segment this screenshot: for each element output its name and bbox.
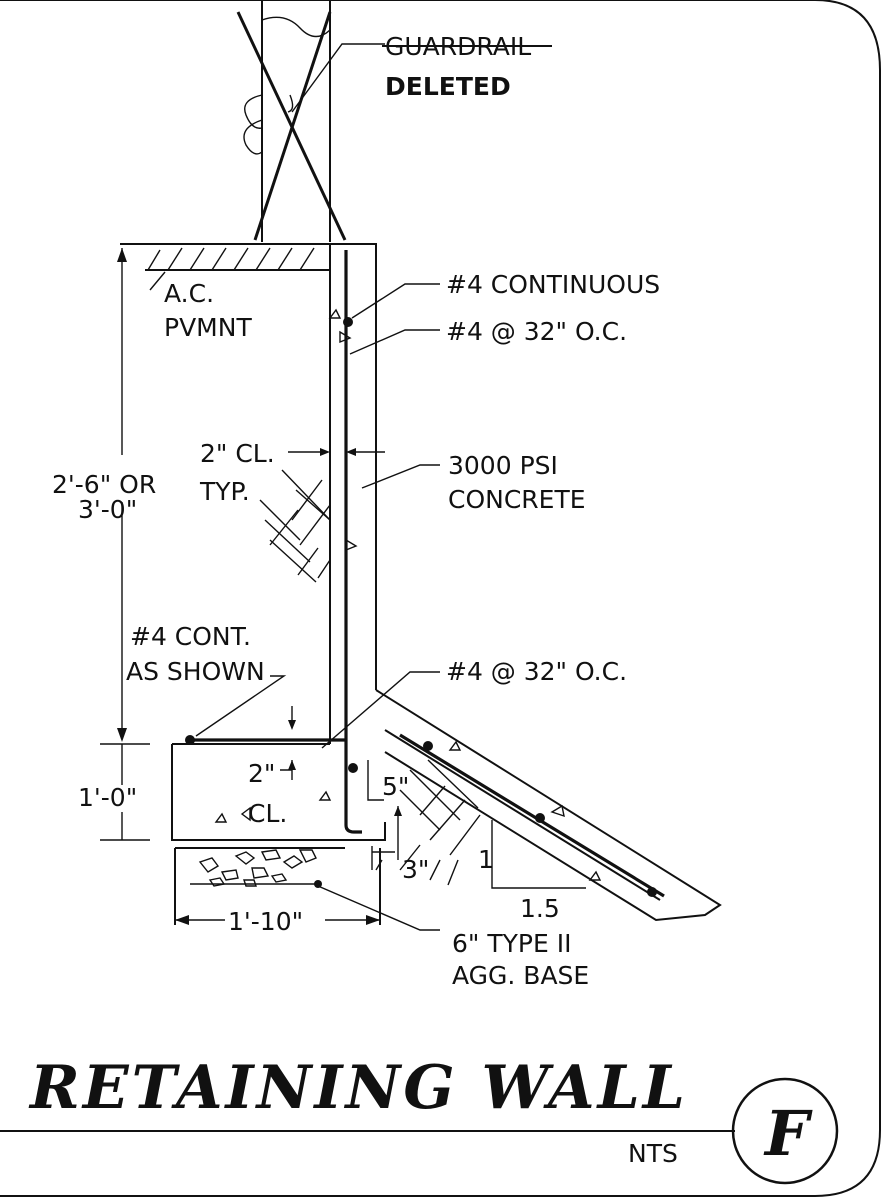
deleted-label: DELETED <box>385 72 511 101</box>
drawing-title: RETAINING WALL <box>28 1053 688 1123</box>
dim-5-label: 5" <box>382 772 409 801</box>
footing-clear-label: CL. <box>248 799 287 828</box>
height-label-1: 2'-6" OR <box>52 470 156 499</box>
aggregate-mark <box>345 538 358 552</box>
sloped-slab <box>375 689 722 922</box>
footing-width-label: 1'-10" <box>228 907 303 936</box>
slope-rise-label: 1 <box>478 845 494 874</box>
footing-hook <box>344 742 362 834</box>
footing-rebar-dot-left <box>185 735 195 745</box>
footing-outline <box>171 743 386 841</box>
cont-shown-label-2: AS SHOWN <box>126 657 265 686</box>
ac-pavement-hatch <box>145 247 330 271</box>
ac-label-1: A.C. <box>164 279 214 308</box>
concrete-label-1: 3000 PSI <box>448 451 558 480</box>
dim-5-lines <box>367 760 384 801</box>
typ-label: TYP. <box>199 477 250 506</box>
detail-letter: F <box>763 1097 813 1170</box>
slab-section-hatch <box>399 759 481 886</box>
guardrail-leader <box>291 43 385 113</box>
cont-shown-label-1: #4 CONT. <box>130 622 251 651</box>
rebar-spacing-top-label: #4 @ 32" O.C. <box>446 317 627 346</box>
concrete-leader <box>361 464 440 489</box>
concrete-label-2: CONCRETE <box>448 485 586 514</box>
ac-label-2: PVMNT <box>164 313 252 342</box>
aggregate-stones <box>198 849 317 887</box>
aggregate-mark <box>328 308 342 319</box>
clearance-label: 2" CL. <box>200 439 275 468</box>
aggregate-mark <box>240 806 251 822</box>
scale-note: NTS <box>628 1139 678 1168</box>
ac-leader <box>149 271 166 291</box>
rebar-spacing-leader-top <box>349 329 440 355</box>
base-label-2: AGG. BASE <box>452 961 589 990</box>
aggregate-mark <box>214 812 228 823</box>
stem-section-hatch <box>259 469 331 583</box>
base-label-1: 6" TYPE II <box>452 929 571 958</box>
dim-3-label: 3" <box>402 855 429 884</box>
height-label-2: 3'-0" <box>78 495 137 524</box>
slope-run-label: 1.5 <box>520 894 560 923</box>
slope-triangle <box>491 820 586 889</box>
footing-height-dimension <box>100 743 150 841</box>
cont-rebar-leader <box>351 283 440 319</box>
detail-badge <box>731 1077 839 1185</box>
cont-shown-leader <box>195 675 287 737</box>
rebar-spacing-bottom-label: #4 @ 32" O.C. <box>446 657 627 686</box>
footing-height-label: 1'-0" <box>78 783 137 812</box>
guardrail-post-deleted <box>236 0 347 242</box>
wall-stem-outline <box>120 243 377 690</box>
aggregate-mark <box>339 330 352 344</box>
footing-clear-dim: 2" <box>248 759 275 788</box>
footing-rebar-dot-right <box>348 763 358 773</box>
aggregate-mark <box>318 790 332 801</box>
aggregate-base-leader <box>317 885 440 931</box>
rebar-spacing-leader-bottom <box>321 671 440 749</box>
cont-rebar-label: #4 CONTINUOUS <box>446 270 660 299</box>
continuous-rebar-dot <box>343 317 353 327</box>
